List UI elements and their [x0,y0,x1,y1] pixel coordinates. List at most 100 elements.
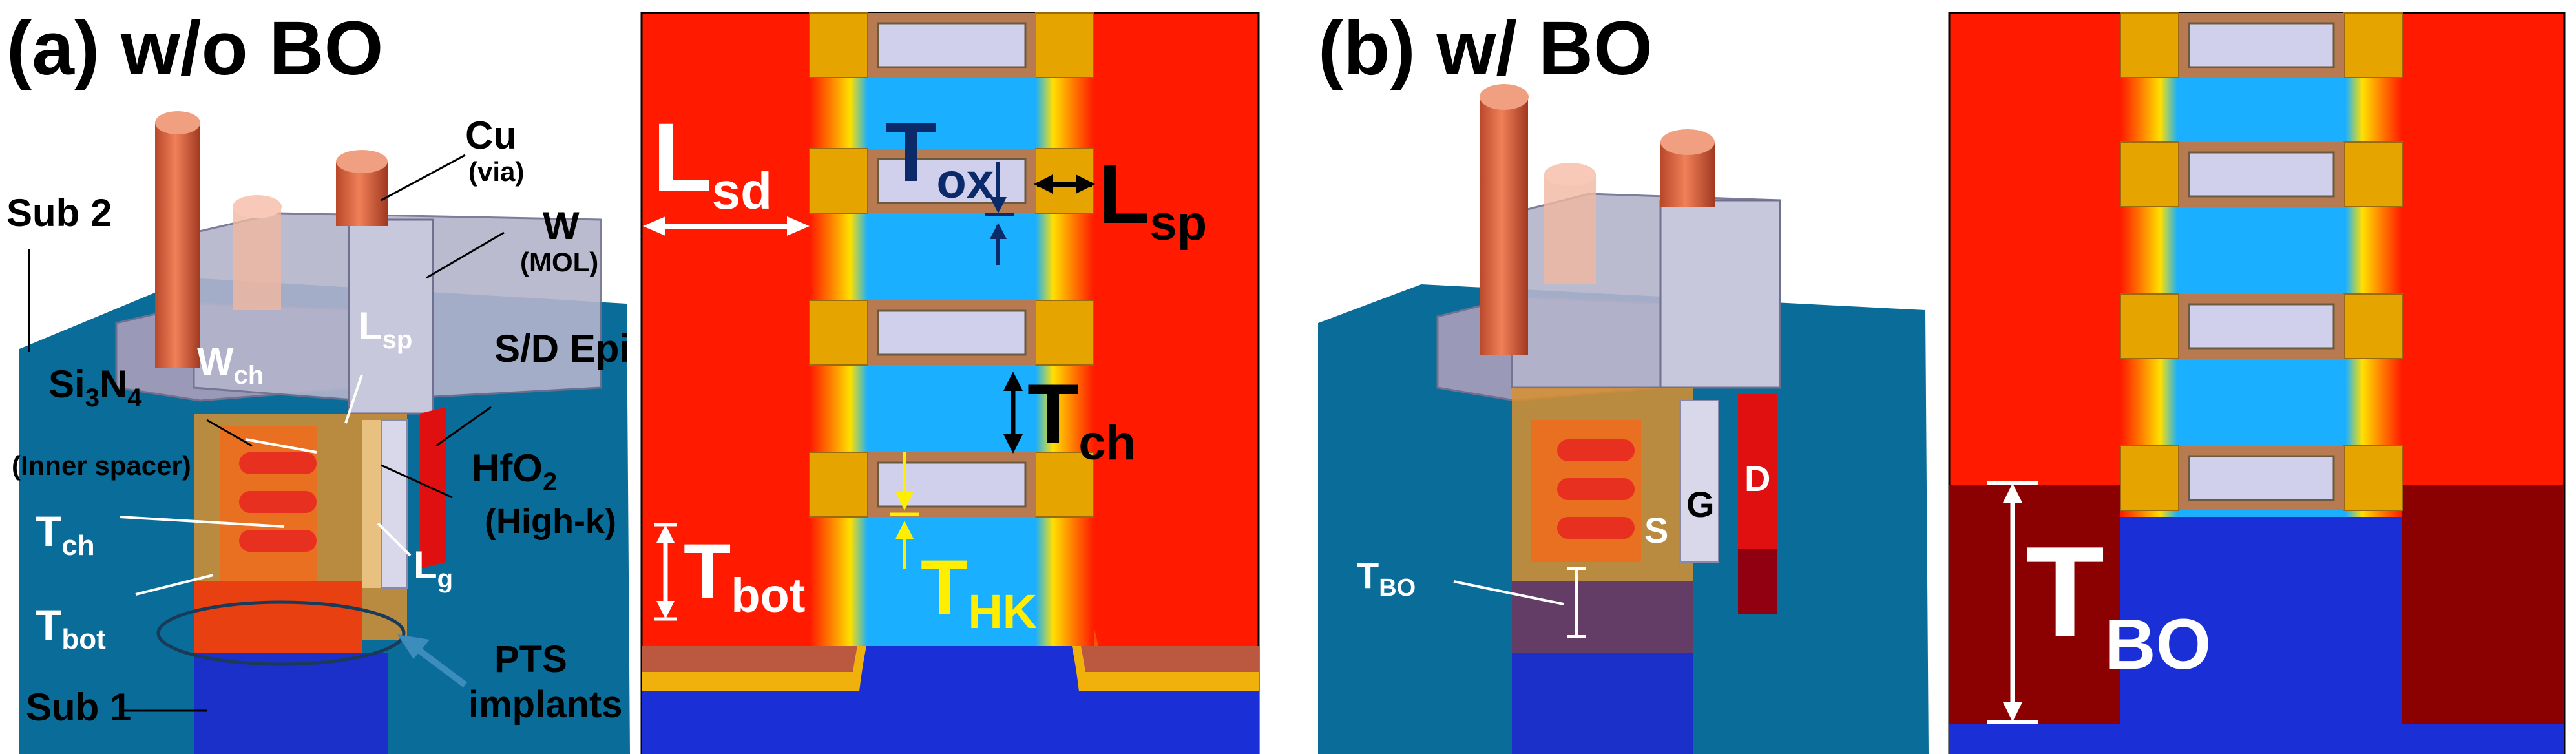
panel-a-lsp-label: Lsp [359,304,412,354]
panel-a-cu-via-left-top [155,111,200,134]
panel-a-sub1-column [194,653,388,754]
panel-b-g-label: G [1686,484,1715,525]
cross-b-bo-left [1949,485,2120,724]
panel-b-cu-via-mid [1544,174,1596,284]
cross-a-thk-sub: HK [968,585,1037,638]
cross-a-tch-label: Tch [1027,366,1136,470]
cross-a-tox-label: Tox [885,105,994,209]
panel-b-s-label: S [1644,510,1668,550]
panel-a-3d: (a) w/o BO Sub 2 Cu (via) W (MOL) S/D Ep… [6,6,630,754]
cross-b-spacer-right-0 [2343,12,2403,78]
cross-b-spacer-right-1 [2343,141,2403,207]
panel-a-pts-ellipse [156,600,406,666]
cross-a-tch-main: T [1027,366,1078,461]
cross-b-spacer-right-3 [2343,445,2403,511]
cross-a-tch-sub: ch [1078,415,1136,470]
panel-a-hfo2-layer [362,420,381,588]
panel-a-w-leader [426,231,505,279]
cross-a-lsd-head-r [787,216,810,236]
panel-a-sd-label: S/D Epi [494,327,630,370]
panel-a-highk-label: (High-k) [485,502,616,541]
panel-a-nanosheet-3 [239,530,317,552]
panel-b-g-layer [1679,400,1719,563]
panel-a-wch-arrow [245,438,317,454]
cross-a-spacer-right-2 [1035,300,1094,366]
panel-b-cu-via-left-top [1480,84,1529,110]
panel-b-nanosheet-3 [1557,517,1635,539]
panel-a-cu-leader [381,154,466,202]
panel-a-wch-main: W [197,340,234,383]
cross-b-bottom-blue [2120,517,2402,754]
cross-b-bottom-strip [1949,724,2564,754]
panel-b-bo-layer [1512,581,1693,653]
panel-a-w-sub: (MOL) [520,247,598,277]
panel-a-lsp-arrow [344,374,363,424]
cross-b-spacer-left-1 [2120,141,2179,207]
panel-b-cross-section [1948,12,2566,754]
cross-a-thk-main: T [921,544,968,631]
cross-a-contour-blue [642,556,1259,754]
panel-a-title: (a) w/o BO [6,6,383,91]
cross-a-spacer-right-0 [1035,12,1094,78]
panel-a-tbot-sub: bot [61,623,106,655]
panel-b-d-block [1738,394,1777,549]
cross-a-lsd-head-l [643,216,665,236]
panel-a-cross-section [640,12,1260,754]
cross-a-lsp-head-r [1076,174,1095,194]
panel-a-lsp-sub: sp [382,326,413,354]
cross-b-spacer-left-3 [2120,445,2179,511]
panel-b-cu-via-left [1480,97,1528,355]
panel-a-wch-sub: ch [234,361,264,390]
panel-a-bottom-channel [194,581,362,653]
cross-a-tbot-main: T [684,528,731,614]
panel-a-tbot-main: T [36,601,61,649]
panel-a-tbot-arrow [135,574,214,596]
cross-b-stack-fill [2177,13,2345,517]
panel-a-cu-via-left [155,123,200,368]
panel-a-tch-label: Tch [36,507,95,561]
panel-a-si-main: Si [48,362,85,406]
cross-a-lsp-head-l [1034,174,1053,194]
cross-b-tbo-head-top [2003,483,2022,503]
cross-a-gate-1 [877,158,1027,204]
cross-a-tbot-sub: bot [731,569,805,622]
panel-b-tbo-sub: BO [1379,574,1416,602]
panel-a-hfo2-label: HfO2 [472,446,557,496]
panel-a-lg-arrow [377,522,412,557]
cross-a-spacer-left-2 [809,300,868,366]
cross-b-edge-right [2345,13,2402,517]
panel-a-nanosheet-2 [239,491,317,513]
panel-b-nanosheet-2 [1557,478,1635,500]
cross-a-lsd-label: Lsd [653,103,772,220]
cross-b-gate-2 [2188,303,2335,350]
panel-a-w-label: W [543,204,580,247]
cross-b-spacer-left-2 [2120,293,2179,359]
panel-a-n-sub: 4 [127,384,142,412]
cross-b-annotations: TBO [1987,481,2211,724]
cross-b-spacer-left-0 [2120,12,2179,78]
panel-a-inner-spacer-label: (Inner spacer) [12,450,191,481]
panel-a-tch-arrow [119,516,285,528]
panel-a-cu-via-right-top [336,150,388,173]
cross-b-tbo-label: TBO [2026,520,2211,684]
cross-a-spacer-right-3 [1035,452,1094,518]
panel-a-lg-sub: g [437,565,453,593]
panel-a-nanosheet-1 [239,452,317,474]
panel-a-wch-label: Wch [197,340,264,390]
panel-a-spacer [381,419,408,589]
panel-a-pts-arrow-head [397,634,430,659]
panel-b-tbo-leader [1453,580,1564,605]
cross-a-thk-label: THK [921,544,1037,638]
panel-b-tbo-main: T [1357,555,1379,596]
cross-a-tox-head-top [990,197,1007,213]
panel-b-title: (b) w/ BO [1318,6,1653,91]
cross-a-tox-head-bot [990,223,1007,239]
cross-a-tox-main: T [885,105,936,199]
cross-a-spacer-left-1 [809,148,868,214]
panel-b-tbo-label: TBO [1357,555,1416,602]
panel-a-hfo2-main: HfO [472,446,543,490]
cross-a-gate-0 [877,22,1027,68]
cross-b-gate-1 [2188,151,2335,198]
cross-a-lsp-main: L [1098,147,1149,241]
